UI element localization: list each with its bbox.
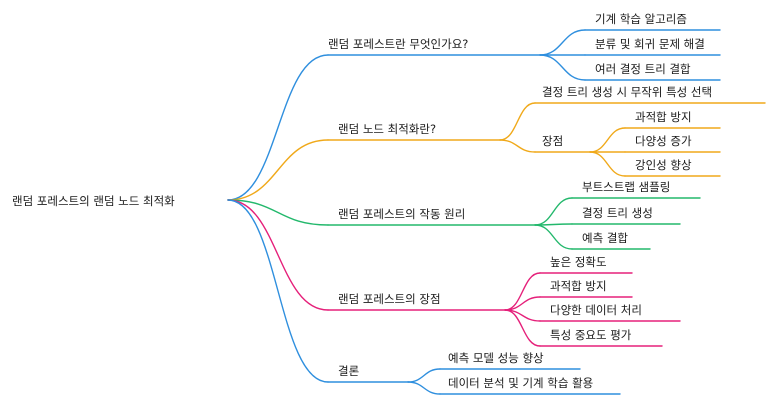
connector-branch-0-leaf-0 — [539, 29, 586, 56]
leaf-label-3-3: 특성 중요도 평가 — [550, 328, 632, 342]
branch-label-4: 결론 — [338, 364, 359, 378]
branch-label-2: 랜덤 포레스트의 작동 원리 — [338, 207, 465, 221]
leaf-label-1-0: 결정 트리 생성 시 무작위 특성 선택 — [542, 85, 712, 99]
connector-sub-1-1-leaf-2 — [589, 151, 626, 177]
branch-label-3: 랜덤 포레스트의 장점 — [338, 292, 441, 306]
connector-branch-0-leaf-2 — [539, 54, 586, 81]
leaf-label-3-1: 과적합 방지 — [550, 279, 607, 293]
leaf-label-3-0: 높은 정확도 — [550, 255, 607, 269]
connector-root-branch-0 — [227, 54, 329, 201]
subbranch-label-1-1: 장점 — [542, 134, 563, 148]
connector-branch-1-sub-1 — [499, 139, 536, 153]
connector-branch-1-leaf-0 — [499, 102, 536, 141]
leaf-label-0-2: 여러 결정 트리 결합 — [595, 62, 691, 76]
leaf-label-2-2: 예측 결합 — [582, 231, 628, 245]
connector-branch-4-leaf-1 — [407, 381, 441, 395]
leaf-label-1-1-1: 다양성 증가 — [635, 134, 692, 148]
leaf-label-2-0: 부트스트랩 샘플링 — [582, 180, 670, 194]
connector-branch-3-leaf-0 — [504, 272, 541, 311]
root-node-label: 랜덤 포레스트의 랜덤 노드 최적화 — [12, 194, 175, 208]
leaf-label-0-1: 분류 및 회귀 문제 해결 — [595, 37, 705, 51]
leaf-label-1-1-0: 과적합 방지 — [635, 110, 692, 124]
leaf-label-3-2: 다양한 데이터 처리 — [550, 303, 642, 317]
connector-root-branch-1 — [227, 139, 329, 201]
connector-sub-1-1-leaf-0 — [589, 127, 626, 153]
connector-branch-4-leaf-0 — [407, 368, 441, 383]
branch-label-1: 랜덤 노드 최적화란? — [338, 122, 436, 136]
branch-label-0: 랜덤 포레스트란 무엇인가요? — [328, 37, 468, 51]
connector-branch-2-leaf-0 — [534, 197, 573, 226]
connector-root-branch-4 — [227, 199, 329, 383]
connector-branch-3-leaf-3 — [504, 309, 541, 347]
connectors — [227, 29, 626, 395]
connector-branch-2-leaf-2 — [534, 224, 573, 250]
leaf-label-4-1: 데이터 분석 및 기계 학습 활용 — [448, 376, 593, 390]
connector-root-branch-3 — [227, 199, 329, 311]
leaf-label-0-0: 기계 학습 알고리즘 — [595, 12, 687, 26]
connector-root-branch-2 — [227, 199, 329, 226]
leaf-label-2-1: 결정 트리 생성 — [582, 206, 653, 220]
leaf-label-4-0: 예측 모델 성능 향상 — [448, 351, 544, 365]
leaf-label-1-1-2: 강인성 향상 — [635, 158, 692, 172]
underlines — [327, 29, 766, 395]
